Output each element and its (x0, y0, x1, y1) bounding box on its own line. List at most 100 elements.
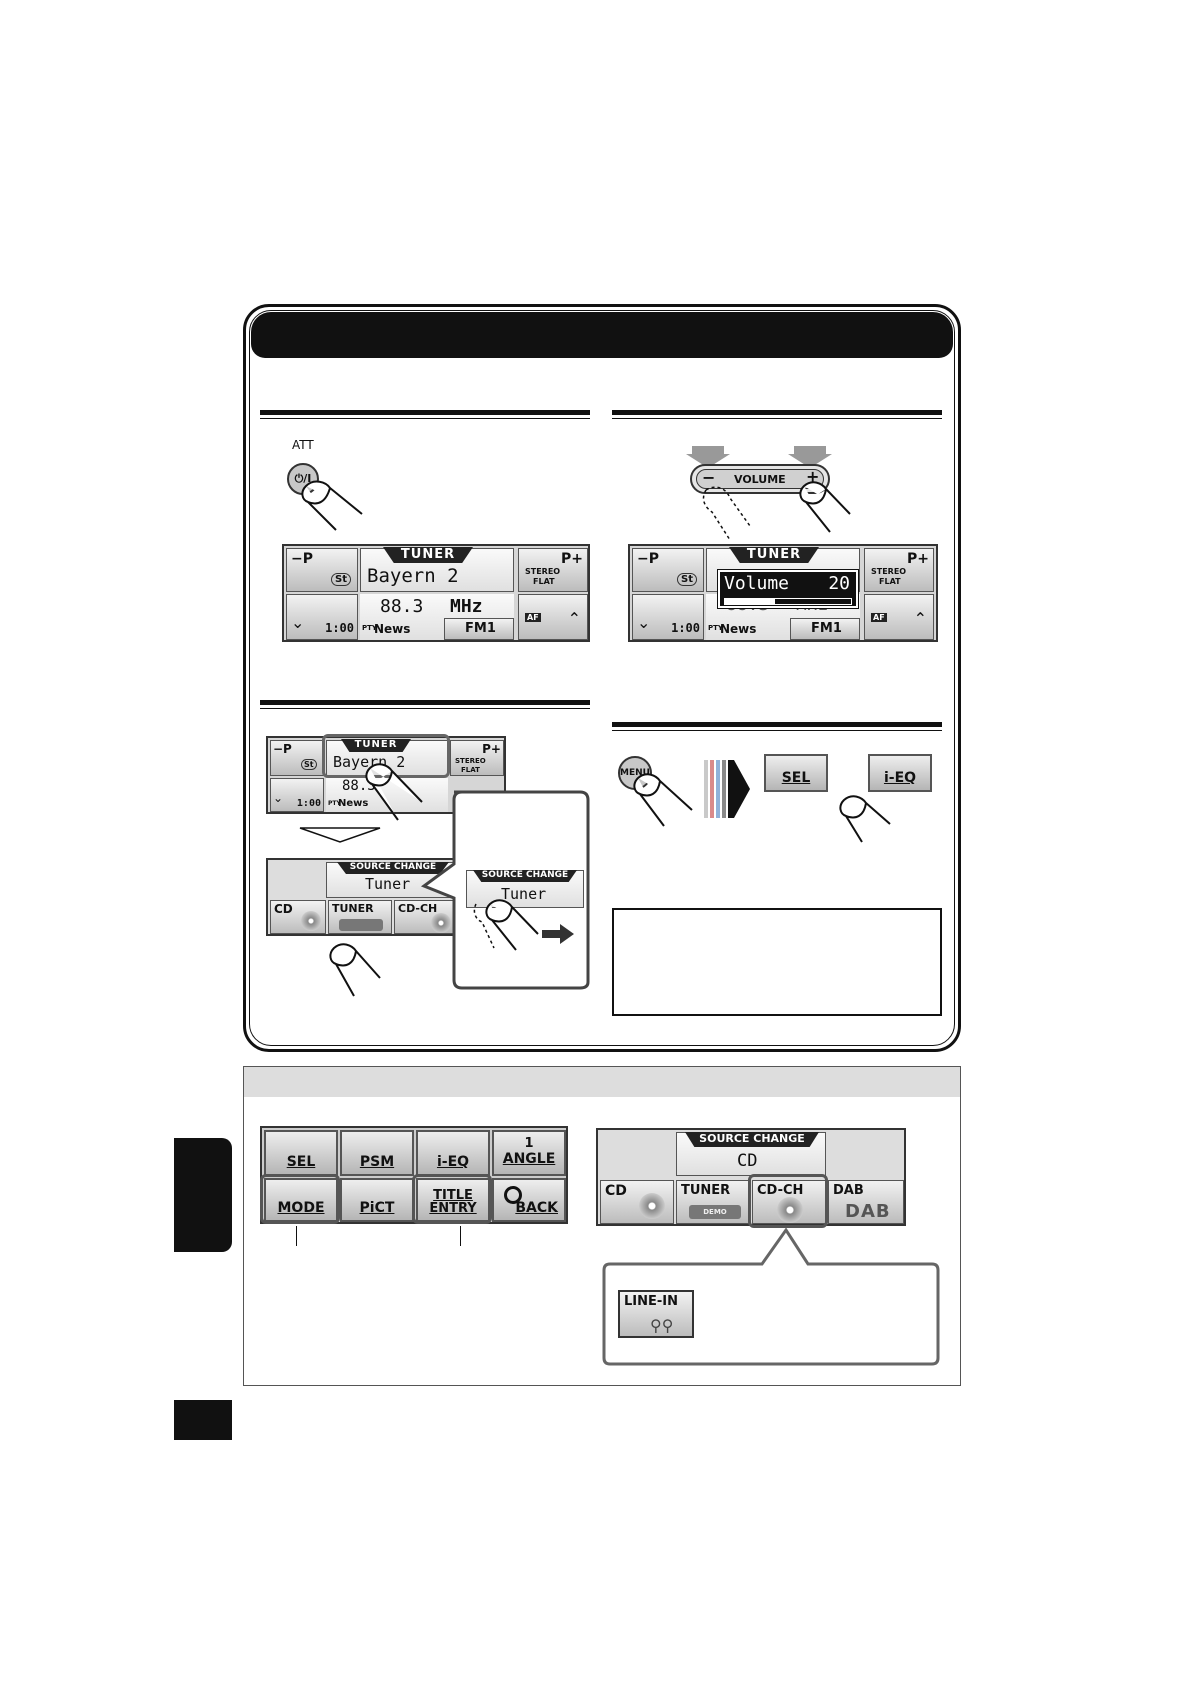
back-timer-icon (504, 1186, 522, 1204)
source-change-cd-current-area: SOURCE CHANGE CD (676, 1132, 826, 1176)
af-button[interactable]: AF⌃ (518, 594, 588, 640)
section-rule-mid-left (260, 700, 590, 705)
bottom-panel (243, 1066, 961, 1386)
volume-popup-value: 20 (828, 573, 850, 594)
source-change-cd-current: CD (737, 1151, 758, 1171)
tuner-device-icon: DEMO (689, 1205, 741, 1219)
finger-dotted-icon (702, 486, 751, 541)
seek-down-button[interactable]: ⌄1:00 (286, 594, 358, 640)
st-badge: St (331, 573, 351, 586)
source-cdch-button-2[interactable]: CD-CH (752, 1180, 826, 1224)
main-panel-header-bar (251, 312, 953, 358)
source-tuner-button[interactable]: TUNER (328, 900, 392, 934)
pty-value: News (374, 622, 411, 636)
station-name: Bayern 2 (367, 565, 459, 587)
callout-source-change[interactable]: SOURCE CHANGE Tuner (466, 870, 584, 908)
title-entry-highlight (412, 1174, 492, 1224)
disc-icon (777, 1197, 803, 1223)
finger-press-icon-2 (799, 481, 851, 533)
section-rule-top-left (260, 410, 590, 415)
dab-logo: DAB (845, 1201, 891, 1222)
finger-press-icon-3 (365, 763, 423, 821)
volume-level-bar (724, 598, 852, 605)
section-rule-mid-left-thin (260, 708, 590, 709)
att-label: ATT (292, 438, 314, 452)
menu-sel-button[interactable]: SEL (264, 1130, 338, 1176)
section-rule-top-left-thin (260, 418, 590, 419)
chevron-down-icon: ⌄ (273, 791, 284, 805)
source-cdch-button[interactable]: CD-CH (394, 900, 460, 934)
frequency-unit: MHz (450, 596, 483, 617)
progress-arrow-icon (704, 760, 750, 818)
cdch-highlight (748, 1174, 828, 1228)
menu-back-button[interactable]: BACK (492, 1178, 566, 1222)
section-rule-top-right (612, 410, 942, 415)
page-number-box (174, 1400, 232, 1440)
line-in-button[interactable]: LINE-IN ⚲⚲ (618, 1290, 694, 1338)
menu-angle-button[interactable]: 1 ANGLE (492, 1130, 566, 1176)
disc-icon (431, 913, 451, 933)
ieq-button[interactable]: i-EQ (868, 754, 932, 792)
source-cd-button-2[interactable]: CD (600, 1180, 674, 1224)
finger-press-icon-4 (329, 943, 381, 997)
menu-psm-button[interactable]: PSM (340, 1130, 414, 1176)
section-rule-mid-right (612, 722, 942, 727)
main-panel (243, 304, 961, 1052)
finger-press-icon-5 (633, 773, 693, 827)
volume-control-inner (696, 469, 824, 489)
volume-minus-button[interactable]: − (702, 468, 716, 487)
section-rule-mid-right-thin (612, 730, 942, 731)
volume-plus-button[interactable]: + (806, 467, 820, 486)
angle-number: 1 (524, 1135, 534, 1151)
menu-ieq-button[interactable]: i-EQ (416, 1130, 490, 1176)
menu-pict-button[interactable]: PiCT (340, 1178, 414, 1222)
mode-highlight (260, 1174, 340, 1224)
mode-pointer-line (296, 1226, 297, 1246)
arrow-down-icon-2 (788, 446, 832, 468)
side-tab (174, 1138, 232, 1252)
finger-swipe-icon (473, 899, 539, 951)
frequency: 88.3 (380, 596, 424, 617)
arrow-down-icon (686, 446, 730, 468)
source-tag: TUNER (383, 547, 473, 563)
section-rule-top-right-thin (612, 418, 942, 419)
chevron-down-icon: ⌄ (637, 613, 651, 632)
chevron-down-icon: ⌄ (291, 613, 305, 632)
station-highlight (322, 734, 450, 778)
af-button-2[interactable]: AF⌃ (864, 594, 934, 640)
volume-level-fill (725, 599, 776, 604)
seek-down-button-2[interactable]: ⌄1:00 (632, 594, 704, 640)
sel-button[interactable]: SEL (764, 754, 828, 792)
source-change-current: Tuner (365, 875, 411, 893)
station-name-area[interactable]: TUNER Bayern 2 (360, 547, 514, 592)
title-entry-pointer-line (460, 1226, 461, 1246)
arrow-down-outline-icon (299, 827, 381, 843)
seek-down-button-3[interactable]: ⌄1:00 (270, 778, 324, 812)
arrow-right-icon (542, 924, 574, 944)
finger-press-icon (301, 480, 363, 531)
disc-icon (301, 911, 321, 931)
band-button[interactable]: FM1 (444, 618, 514, 640)
menu-mode-button[interactable]: MODE (264, 1178, 338, 1222)
chevron-up-icon: ⌃ (913, 609, 927, 628)
chevron-up-icon: ⌃ (567, 609, 581, 628)
tuner-device-icon (339, 919, 383, 931)
note-box (612, 908, 942, 1016)
band-button-2[interactable]: FM1 (790, 618, 860, 640)
volume-control[interactable]: − VOLUME + (690, 464, 830, 494)
plug-icon: ⚲⚲ (650, 1316, 674, 1335)
volume-popup-label: Volume (724, 573, 790, 594)
volume-label: VOLUME (734, 473, 786, 486)
source-cd-button[interactable]: CD (270, 900, 326, 934)
